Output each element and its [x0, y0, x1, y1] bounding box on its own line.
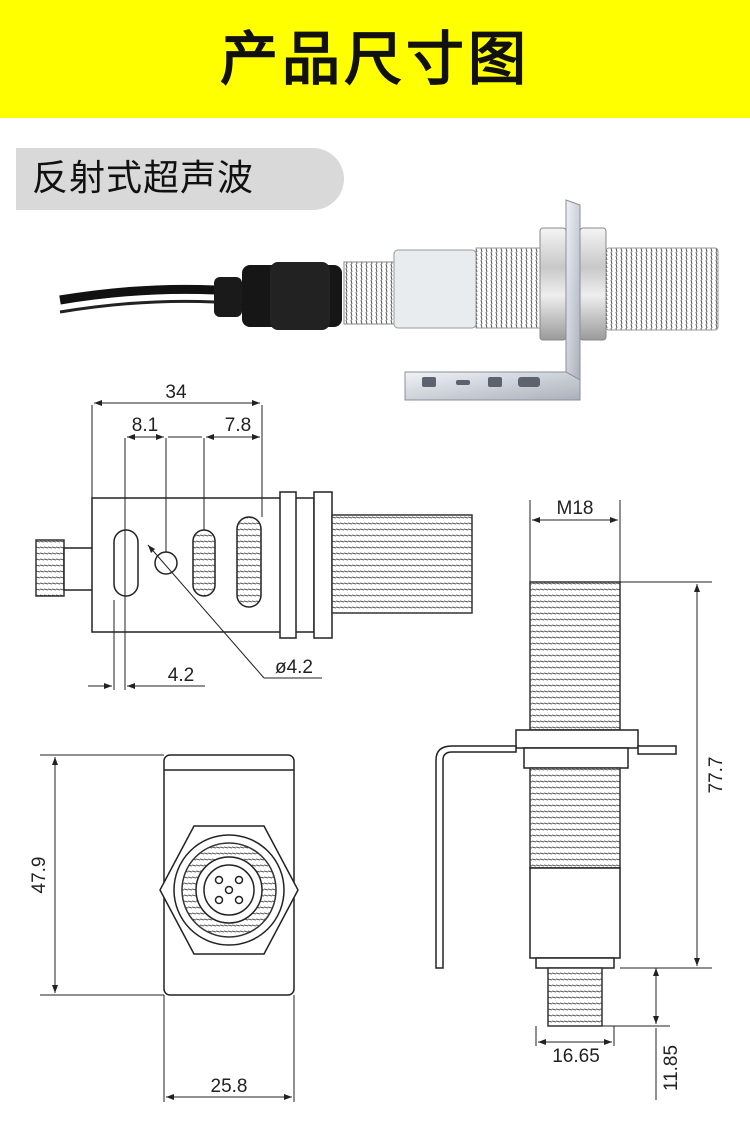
dim-7-8: 7.8	[225, 415, 251, 436]
connector-nut	[343, 261, 395, 325]
cable-boot	[214, 277, 242, 317]
cable	[59, 284, 216, 305]
dim-hole-diameter: ø4.2	[275, 657, 313, 678]
dim-11-85: 11.85	[661, 1045, 682, 1091]
bracket-vertical	[565, 199, 581, 381]
side-view-drawing	[435, 500, 712, 1100]
nut-left	[539, 227, 567, 341]
dim-77-7: 77.7	[706, 757, 727, 794]
sensor-tail	[393, 249, 477, 329]
dim-4-2: 4.2	[168, 665, 194, 686]
dim-25-8: 25.8	[211, 1076, 248, 1097]
dim-16-65: 16.65	[552, 1046, 600, 1067]
nut-right	[579, 227, 607, 341]
dim-m18: M18	[557, 498, 594, 519]
title-banner	[0, 0, 750, 118]
dim-8-1: 8.1	[132, 415, 158, 436]
section-label: 反射式超声波	[32, 158, 255, 199]
top-view-drawing	[35, 400, 473, 690]
section-tag	[16, 148, 344, 210]
sensor-thread-right	[605, 247, 719, 331]
page-title: 产品尺寸图	[219, 25, 530, 93]
product-illustration	[59, 199, 719, 401]
front-view-drawing	[40, 754, 299, 1102]
dim-34: 34	[165, 382, 187, 403]
dim-47-9: 47.9	[29, 857, 50, 894]
